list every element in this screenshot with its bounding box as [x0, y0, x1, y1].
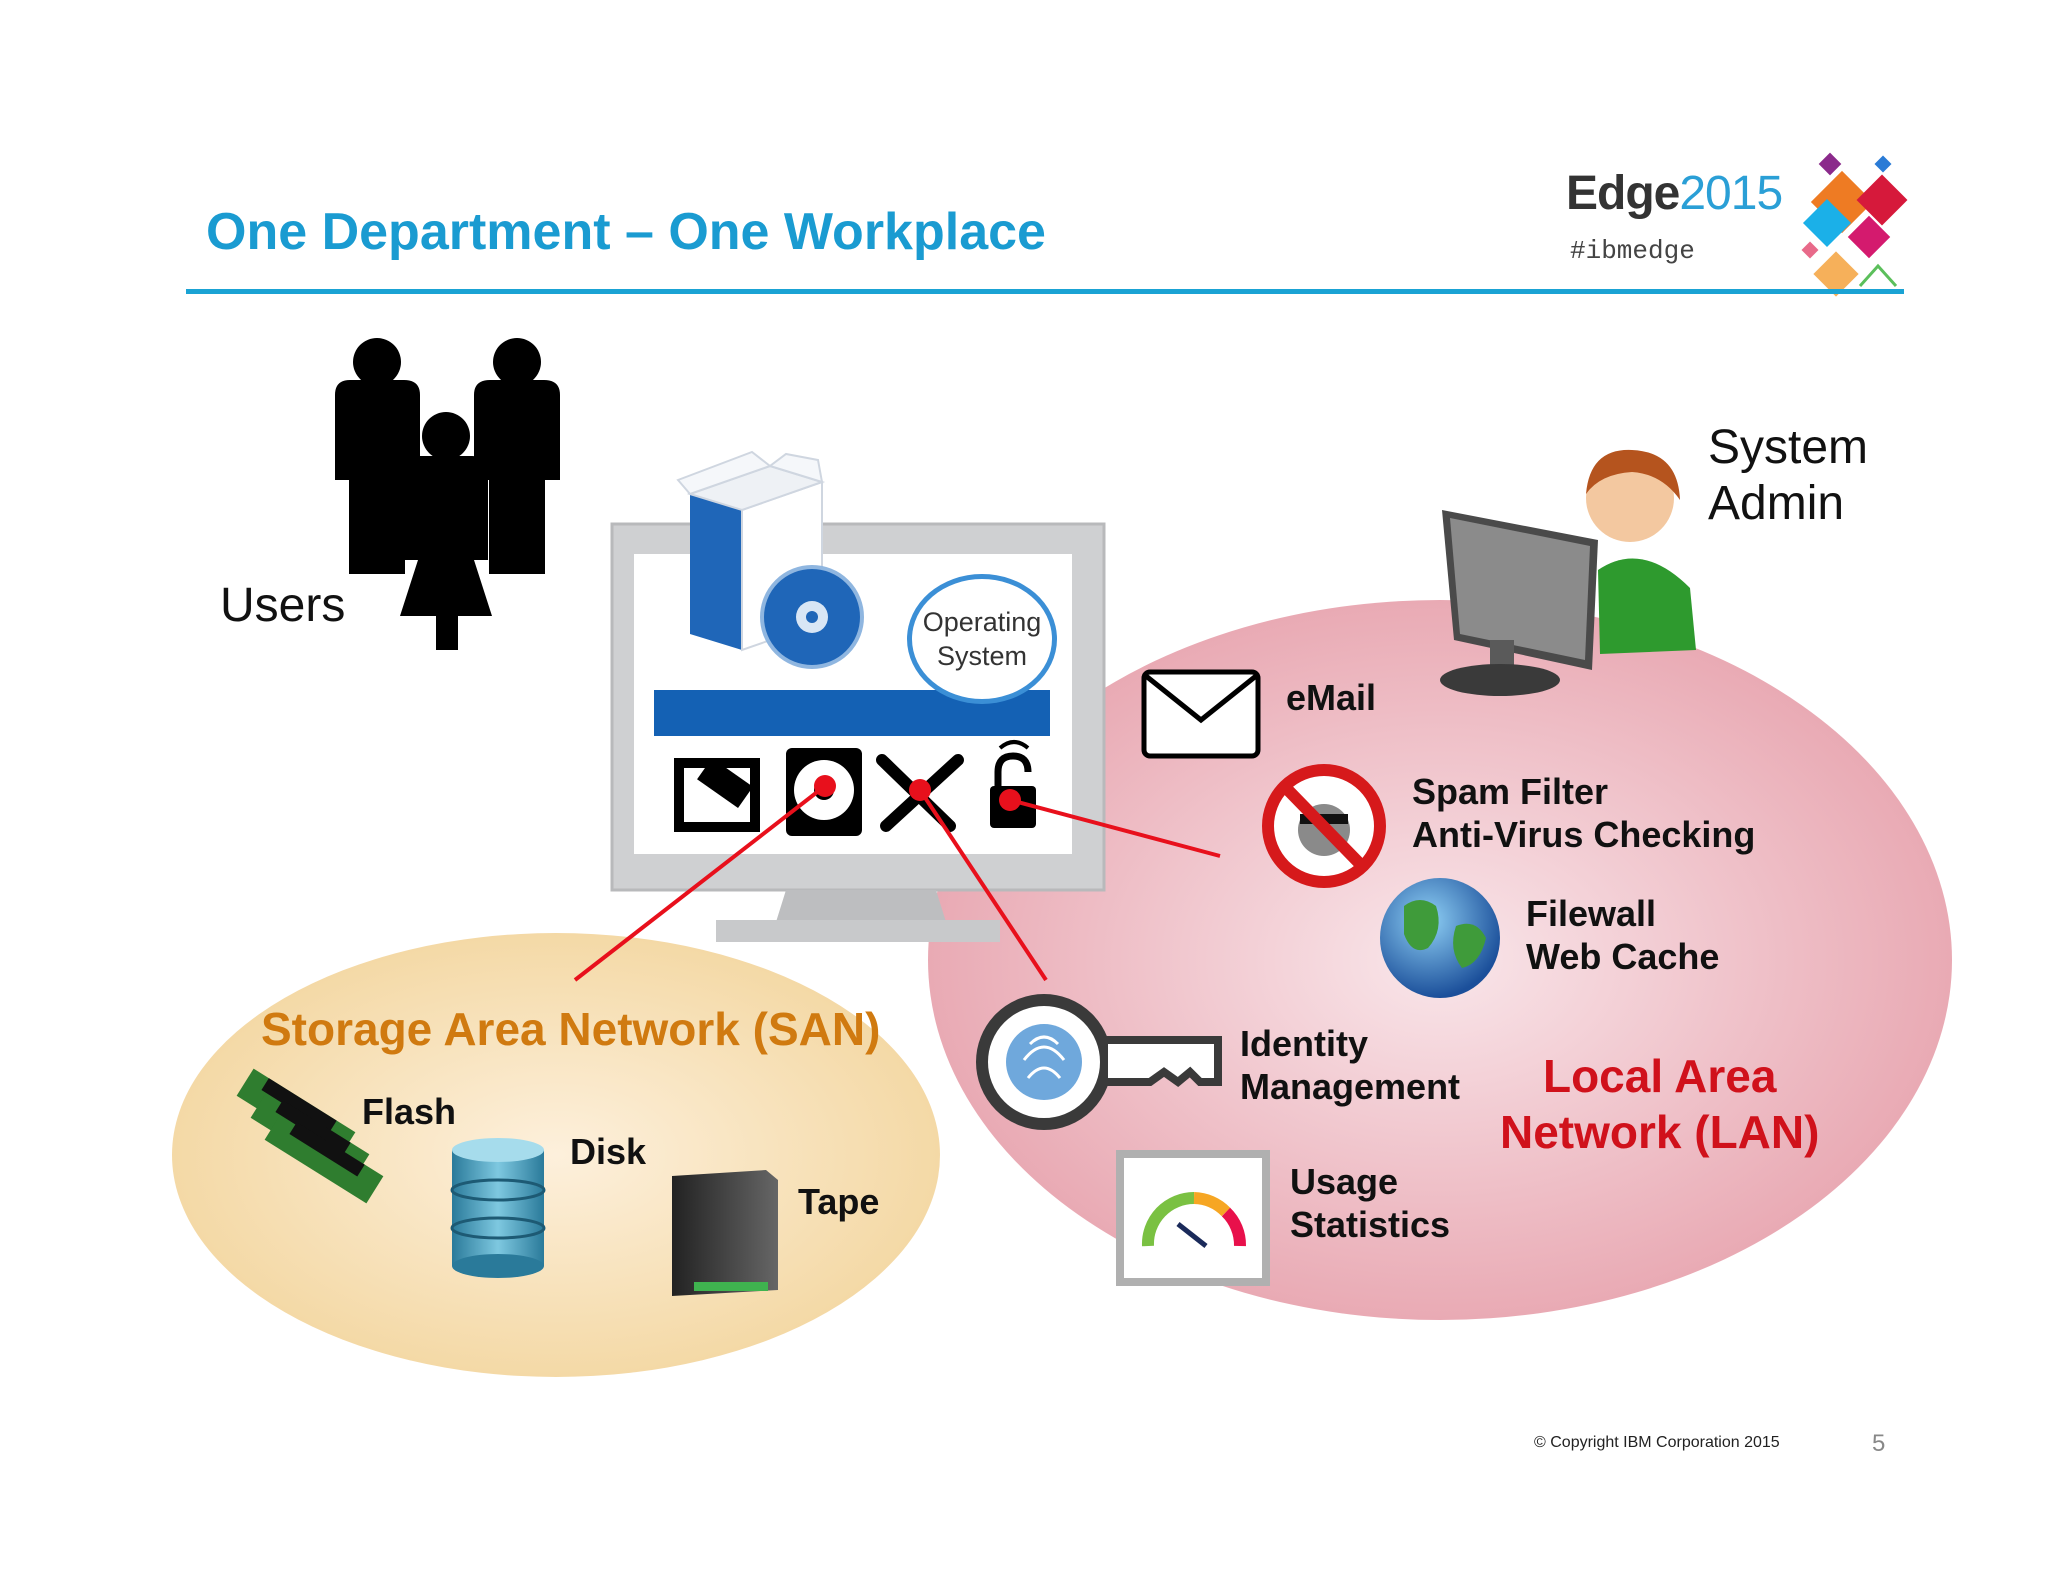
tape-icon [672, 1170, 778, 1296]
lan-item-label: Statistics [1290, 1204, 1451, 1245]
san-region [172, 933, 940, 1377]
lan-item-identity: Identity Management [1240, 1022, 1460, 1108]
chip-icon [674, 758, 760, 832]
lan-item-label: Management [1240, 1066, 1461, 1107]
brand-logo: Edge2015 [1566, 166, 1783, 221]
lan-item-label: Anti-Virus Checking [1412, 814, 1756, 855]
identity-key-icon [976, 994, 1222, 1130]
system-admin-line2: Admin [1708, 477, 1845, 530]
lan-item-label: Filewall [1526, 893, 1657, 934]
os-badge-line2: System [936, 641, 1028, 671]
page-number: 5 [1872, 1430, 1886, 1457]
lan-title-line2: Network (LAN) [1500, 1106, 1820, 1158]
users-icon [335, 338, 560, 650]
lan-item-label: Spam Filter [1412, 771, 1609, 812]
lan-item-firewall: Filewall Web Cache [1526, 892, 1719, 978]
system-admin-label: System Admin [1708, 420, 1868, 532]
operating-system-badge: Operating System [907, 574, 1057, 704]
workplace-monitor [610, 522, 1106, 942]
lan-item-label: Usage [1290, 1161, 1399, 1202]
disk-connector-dot [814, 775, 836, 797]
globe-icon [1380, 878, 1500, 998]
brand-hashtag: #ibmedge [1570, 236, 1695, 266]
lan-title: Local Area Network (LAN) [1500, 1048, 1819, 1160]
lan-title-line1: Local Area [1542, 1050, 1777, 1102]
lan-item-label: Identity [1240, 1023, 1369, 1064]
flash-memory-icon [236, 1068, 384, 1204]
system-admin-icon [1440, 449, 1696, 696]
lan-item-usage: Usage Statistics [1290, 1160, 1450, 1246]
os-badge-line1: Operating [922, 607, 1042, 637]
edge-logo-mosaic [1801, 152, 1908, 297]
tools-connector-dot [909, 779, 931, 801]
san-item-flash: Flash [362, 1091, 457, 1132]
brand-year: 2015 [1679, 167, 1783, 220]
spam-filter-icon [1262, 764, 1386, 888]
san-title: Storage Area Network (SAN) [261, 1003, 881, 1055]
lan-item-label: Web Cache [1526, 936, 1720, 977]
disk-stack-icon [450, 1138, 546, 1278]
lock-connector-dot [999, 789, 1021, 811]
san-item-disk: Disk [570, 1131, 647, 1172]
lan-item-label: eMail [1286, 677, 1377, 718]
users-label: Users [220, 579, 346, 632]
san-item-tape: Tape [798, 1181, 880, 1222]
email-icon [1141, 669, 1261, 759]
lan-item-email: eMail [1286, 676, 1376, 719]
system-admin-line1: System [1708, 421, 1869, 474]
title-underline [186, 289, 1904, 294]
brand-name: Edge [1566, 167, 1680, 220]
slide-title: One Department – One Workplace [206, 203, 1046, 261]
usage-gauge-icon [1116, 1150, 1270, 1286]
lan-item-spam-filter: Spam Filter Anti-Virus Checking [1412, 770, 1755, 856]
connector-lines [573, 784, 1221, 982]
copyright-notice: © Copyright IBM Corporation 2015 [1534, 1434, 1780, 1451]
software-box-icon [676, 450, 864, 669]
